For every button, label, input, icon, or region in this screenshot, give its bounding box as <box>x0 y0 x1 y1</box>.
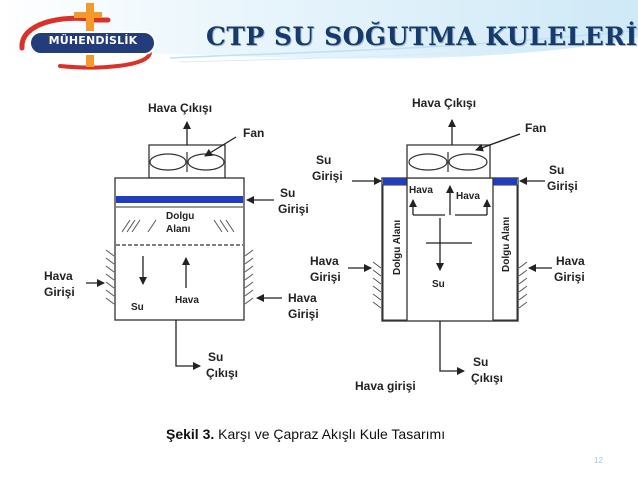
cf-air-inlet-left-label-1: Hava <box>44 269 73 283</box>
xf-air-inlet-right-label-2: Girişi <box>554 270 585 284</box>
xf-water-inlet-right-label-2: Girişi <box>547 179 578 193</box>
cf-fill-label-2: Alanı <box>166 224 191 235</box>
cf-air-inside-label: Hava <box>175 295 199 306</box>
cf-louvres-right <box>244 249 254 305</box>
xf-louvres-left <box>372 261 382 309</box>
cf-fan-label: Fan <box>243 126 264 140</box>
cf-water-outlet-label-1: Su <box>208 350 223 364</box>
logo-swirl-red-lower <box>58 50 152 70</box>
cf-water-inlet-label-1: Su <box>280 186 295 200</box>
logo-text: MÜHENDİSLİK <box>48 34 138 47</box>
xf-air-inlet-left-label-1: Hava <box>310 254 339 268</box>
cf-air-inlet-right-label-1: Hava <box>288 291 317 305</box>
xf-air-inside-left-label: Hava <box>409 185 433 196</box>
cf-water-layer <box>116 196 243 203</box>
xf-fill-right <box>492 184 518 321</box>
xf-fill-left-label: Dolgu Alanı <box>392 220 403 275</box>
xf-water-layer-left <box>383 178 407 185</box>
xf-air-inlet-bottom-label: Hava girişi <box>355 379 416 393</box>
counter-flow-tower: Hava Çıkışı Fan Su Girişi Dolgu Alanı Ha… <box>44 101 319 380</box>
xf-air-inlet-left-label-2: Girişi <box>310 270 341 284</box>
xf-water-outlet-label-1: Su <box>473 355 488 369</box>
xf-air-outlet-label: Hava Çıkışı <box>412 96 476 110</box>
cf-fan-pointer <box>204 136 237 157</box>
xf-fan-label: Fan <box>525 121 546 135</box>
xf-louvres-right <box>518 261 528 309</box>
cf-water-outlet-label-2: Çıkışı <box>206 366 238 380</box>
figure-caption-prefix: Şekil 3. <box>166 426 215 442</box>
cf-air-outlet-label: Hava Çıkışı <box>148 101 212 115</box>
cf-air-inlet-left-label-2: Girişi <box>44 285 75 299</box>
xf-water-outlet-label-2: Çıkışı <box>471 371 503 385</box>
xf-air-inlet-right-label-1: Hava <box>556 254 585 268</box>
cf-water-outlet-arrow <box>175 320 201 370</box>
page-number: 12 <box>594 456 603 465</box>
xf-water-inside-label: Su <box>432 279 445 290</box>
cf-air-inlet-right-label-2: Girişi <box>288 307 319 321</box>
xf-air-inside-right-label: Hava <box>456 191 480 202</box>
xf-fill-right-label: Dolgu Alanı <box>501 217 512 272</box>
xf-water-layer-right <box>493 178 517 185</box>
cross-flow-tower: Hava Çıkışı Fan Su Girişi Su Girişi Hava… <box>310 96 585 393</box>
page-title: CTP SU SOĞUTMA KULELERİ <box>206 22 638 51</box>
xf-water-inlet-left-label-2: Girişi <box>312 169 343 183</box>
cf-water-inlet-label-2: Girişi <box>278 202 309 216</box>
logo-pill <box>29 31 156 55</box>
header-band <box>0 0 638 63</box>
cf-water-inside-label: Su <box>131 302 144 313</box>
cf-fan-icon <box>149 152 225 172</box>
xf-water-outlet-arrow <box>439 321 465 375</box>
cf-fill-hatch <box>121 219 235 233</box>
logo <box>19 3 156 70</box>
figure-caption: Şekil 3. Karşı ve Çapraz Akışlı Kule Tas… <box>166 426 445 442</box>
logo-bar-orange-horizontal <box>74 12 102 18</box>
xf-water-inlet-right-label-1: Su <box>549 163 564 177</box>
xf-fan-icon <box>408 152 488 172</box>
cf-louvres-left <box>105 249 115 305</box>
xf-fan-pointer <box>475 133 521 152</box>
cf-fill-label-1: Dolgu <box>166 211 194 222</box>
xf-water-inlet-left-label-1: Su <box>316 153 331 167</box>
figure-caption-text: Karşı ve Çapraz Akışlı Kule Tasarımı <box>214 426 446 442</box>
